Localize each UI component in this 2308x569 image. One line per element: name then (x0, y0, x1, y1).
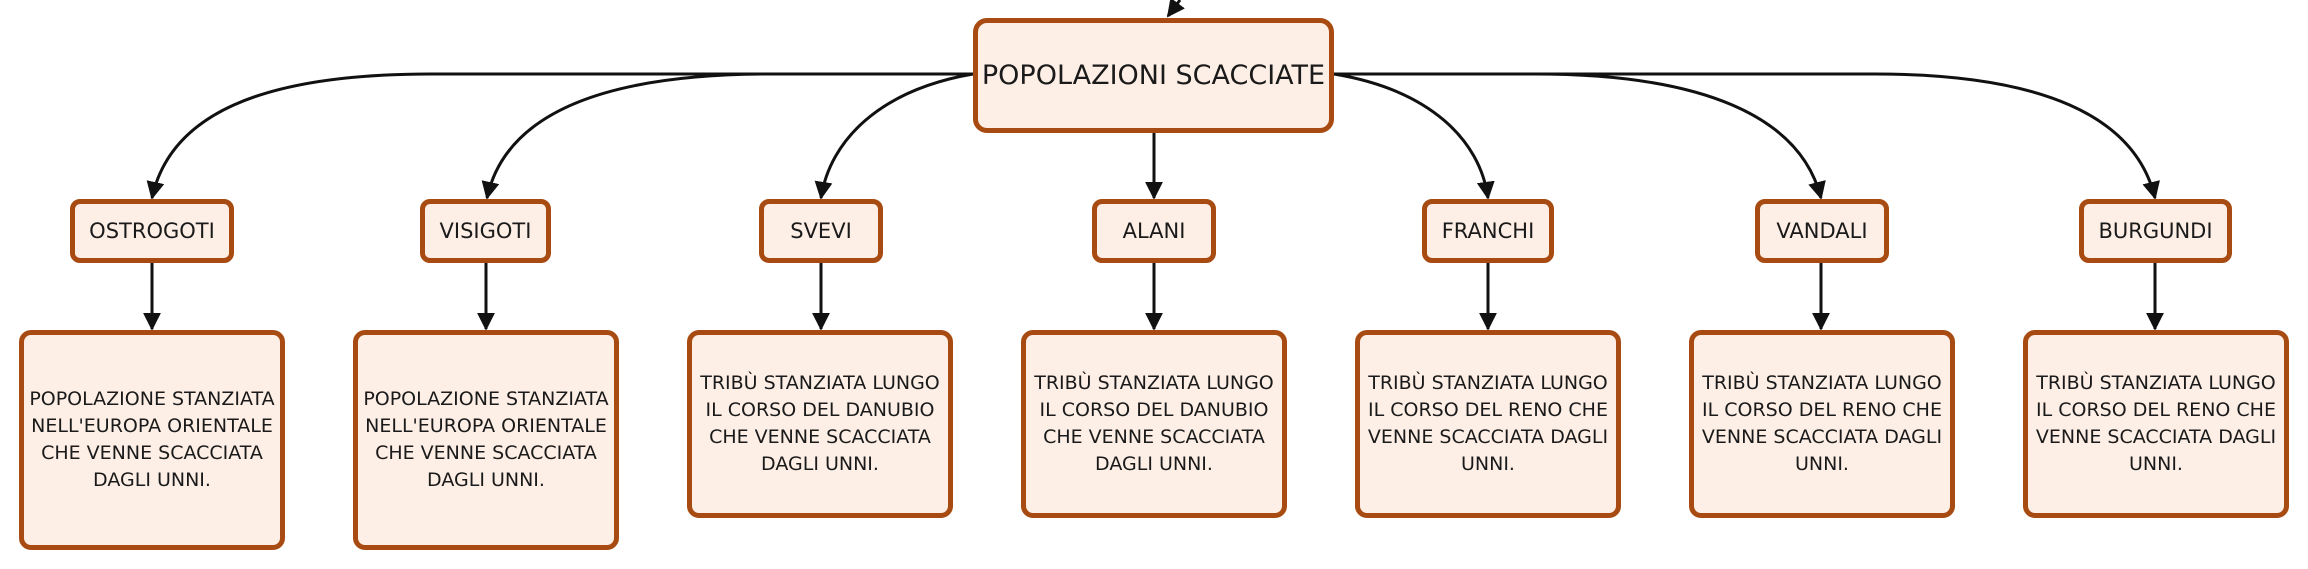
tribe-label: VANDALI (1776, 219, 1868, 243)
description-text: TRIBÙ STANZIATA LUNGO IL CORSO DEL DANUB… (700, 372, 940, 475)
edge-root-visigoti (481, 72, 973, 200)
edge-root-ostrogoti (146, 72, 973, 200)
edge-root-svevi (814, 72, 974, 200)
tribe-label: VISIGOTI (439, 219, 532, 243)
root-node[interactable]: POPOLAZIONI SCACCIATE (973, 18, 1334, 133)
description-text: POPOLAZIONE STANZIATA NELL'EUROPA ORIENT… (29, 388, 275, 491)
tribe-node-ostrogoti[interactable]: OSTROGOTI (70, 199, 234, 263)
tribe-node-visigoti[interactable]: VISIGOTI (420, 199, 551, 263)
description-text: TRIBÙ STANZIATA LUNGO IL CORSO DEL RENO … (1701, 372, 1943, 475)
tribe-node-vandali[interactable]: VANDALI (1755, 199, 1889, 263)
tribe-label: BURGUNDI (2098, 219, 2213, 243)
incoming-edge (1166, 0, 1185, 18)
tribe-label: FRANCHI (1441, 219, 1535, 243)
edge-root-vandali (1334, 72, 1826, 200)
edge-root-franchi (1333, 72, 1495, 200)
description-node-svevi[interactable]: TRIBÙ STANZIATA LUNGO IL CORSO DEL DANUB… (687, 330, 953, 518)
tribe-node-svevi[interactable]: SVEVI (759, 199, 883, 263)
root-node-label: POPOLAZIONI SCACCIATE (981, 60, 1326, 91)
description-text: POPOLAZIONE STANZIATA NELL'EUROPA ORIENT… (363, 388, 609, 491)
description-node-ostrogoti[interactable]: POPOLAZIONE STANZIATA NELL'EUROPA ORIENT… (19, 330, 285, 550)
description-node-alani[interactable]: TRIBÙ STANZIATA LUNGO IL CORSO DEL DANUB… (1021, 330, 1287, 518)
tribe-node-franchi[interactable]: FRANCHI (1422, 199, 1554, 263)
description-node-vandali[interactable]: TRIBÙ STANZIATA LUNGO IL CORSO DEL RENO … (1689, 330, 1955, 518)
description-text: TRIBÙ STANZIATA LUNGO IL CORSO DEL RENO … (2035, 372, 2277, 475)
edge-root-burgundi (1334, 72, 2160, 200)
description-node-visigoti[interactable]: POPOLAZIONE STANZIATA NELL'EUROPA ORIENT… (353, 330, 619, 550)
description-node-burgundi[interactable]: TRIBÙ STANZIATA LUNGO IL CORSO DEL RENO … (2023, 330, 2289, 518)
tribe-label: ALANI (1122, 219, 1186, 243)
tribe-node-burgundi[interactable]: BURGUNDI (2079, 199, 2232, 263)
tribe-label: SVEVI (790, 219, 852, 243)
description-text: TRIBÙ STANZIATA LUNGO IL CORSO DEL RENO … (1367, 372, 1609, 475)
description-text: TRIBÙ STANZIATA LUNGO IL CORSO DEL DANUB… (1034, 372, 1274, 475)
description-node-franchi[interactable]: TRIBÙ STANZIATA LUNGO IL CORSO DEL RENO … (1355, 330, 1621, 518)
tribe-label: OSTROGOTI (89, 219, 215, 243)
tribe-node-alani[interactable]: ALANI (1092, 199, 1216, 263)
